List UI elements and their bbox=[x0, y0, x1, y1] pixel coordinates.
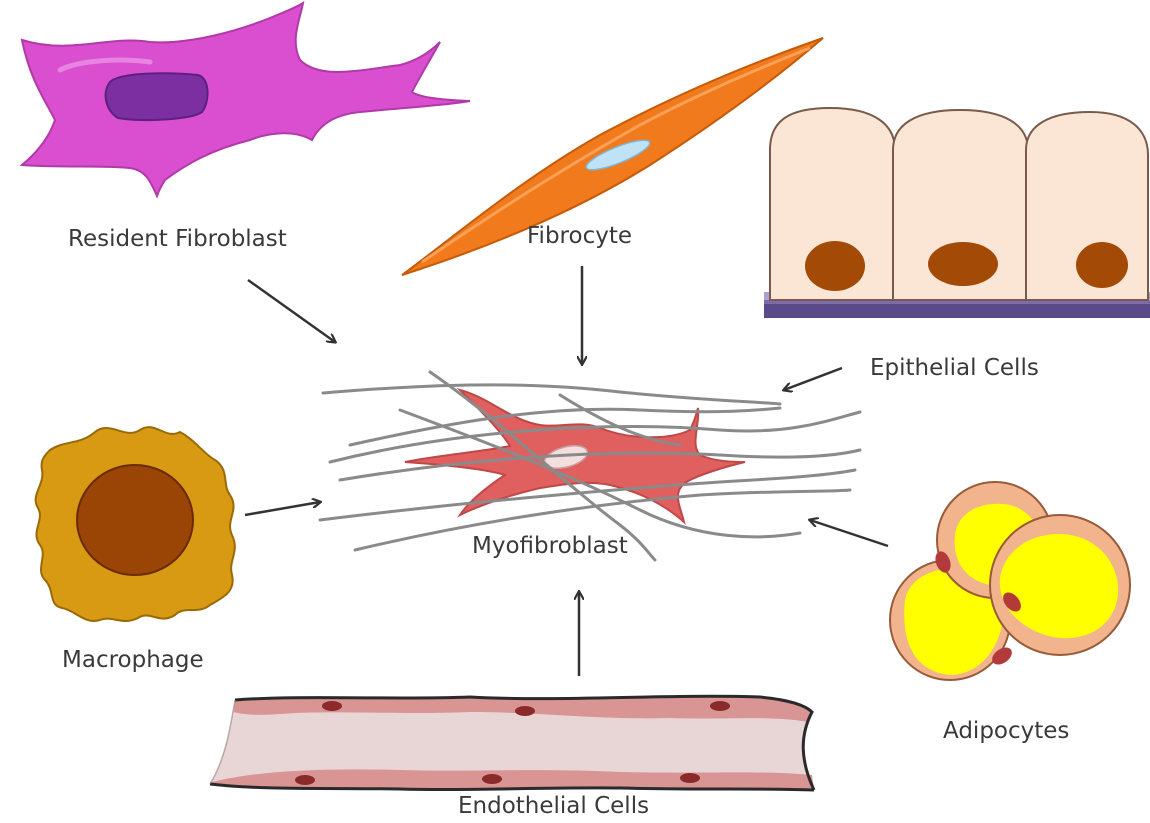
arrow-adipocytes bbox=[810, 520, 888, 546]
macrophage-label: Macrophage bbox=[62, 647, 204, 673]
resident-fibroblast-nucleus bbox=[106, 73, 208, 120]
macrophage-cell bbox=[36, 427, 235, 621]
epithelial-cells bbox=[764, 108, 1150, 318]
arrow-macrophage bbox=[245, 502, 320, 515]
endothelial-nucleus bbox=[322, 701, 342, 711]
endothelial-cells-label: Endothelial Cells bbox=[458, 793, 649, 819]
resident-fibroblast-cell bbox=[22, 3, 470, 196]
myofibroblast-label: Myofibroblast bbox=[472, 533, 628, 559]
epithelial-nucleus bbox=[1076, 242, 1128, 288]
myofibroblast-cell bbox=[320, 372, 860, 560]
arrow-epithelial bbox=[784, 368, 842, 390]
endothelial-nucleus bbox=[710, 701, 730, 711]
endothelial-nucleus bbox=[680, 773, 700, 783]
epithelial-nucleus bbox=[928, 242, 998, 286]
resident-fibroblast-label: Resident Fibroblast bbox=[68, 226, 287, 252]
adipocytes bbox=[890, 482, 1130, 680]
epithelial-nucleus bbox=[805, 241, 865, 291]
epithelial-cells-label: Epithelial Cells bbox=[870, 355, 1039, 381]
endothelial-nucleus bbox=[515, 706, 535, 716]
arrow-fibroblast bbox=[248, 280, 335, 342]
adipocytes-label: Adipocytes bbox=[943, 718, 1069, 744]
fibrocyte-label: Fibrocyte bbox=[527, 223, 632, 249]
macrophage-nucleus bbox=[77, 465, 193, 575]
endothelial-nucleus bbox=[295, 775, 315, 785]
blood-vessel bbox=[210, 695, 814, 790]
endothelial-nucleus bbox=[482, 774, 502, 784]
